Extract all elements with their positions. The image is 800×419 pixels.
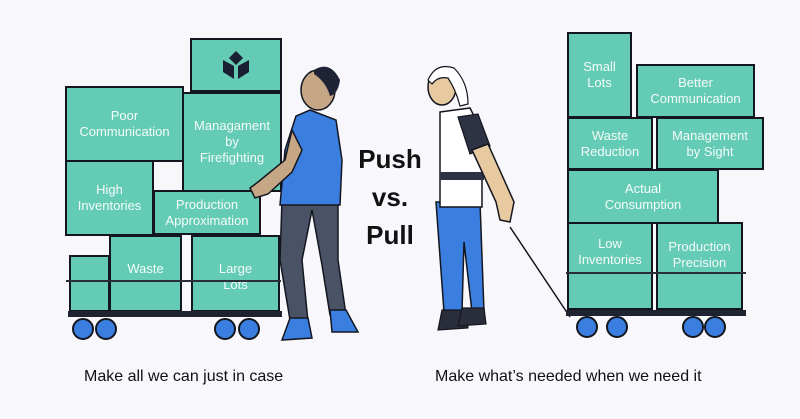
wheel <box>214 318 236 340</box>
cart-base <box>68 311 282 317</box>
box-waste-reduction: Waste Reduction <box>567 117 653 170</box>
box-production-approximation: Production Approximation <box>153 190 261 235</box>
cart-rail <box>66 280 281 282</box>
box-small <box>69 255 110 312</box>
box-small-lots: Small Lots <box>567 32 632 118</box>
title-vs: vs. <box>371 182 409 212</box>
pull-caption: Make what’s needed when we need it <box>435 368 702 385</box>
title-push: Push <box>358 144 422 174</box>
wheel <box>576 316 598 338</box>
logo-icon <box>223 51 249 79</box>
box-management-firefighting: Managament by Firefighting <box>182 92 282 192</box>
wheel <box>72 318 94 340</box>
push-caption: Make all we can just in case <box>84 368 284 385</box>
box-management-sight: Management by Sight <box>656 117 764 170</box>
box-low-inventories: Low Inventories <box>567 222 653 310</box>
push-person-illustration <box>249 66 360 341</box>
logo-box <box>190 38 282 92</box>
pull-person-illustration <box>427 65 571 331</box>
cart-rail <box>566 272 746 274</box>
title-pull: Pull <box>366 220 414 250</box>
wheel <box>606 316 628 338</box>
box-production-precision: Production Precision <box>656 222 743 310</box>
wheel <box>704 316 726 338</box>
box-waste: Waste <box>109 235 182 312</box>
wheel <box>238 318 260 340</box>
box-high-inventories: High Inventories <box>65 160 154 236</box>
title: Push vs. Pull <box>345 140 435 254</box>
cart-base <box>566 310 746 316</box>
box-large-lots: Large Lots <box>191 235 280 312</box>
box-better-communication: Better Communication <box>636 64 755 118</box>
wheel <box>682 316 704 338</box>
box-actual-consumption: Actual Consumption <box>567 169 719 224</box>
wheel <box>95 318 117 340</box>
box-poor-communication: Poor Communication <box>65 86 184 162</box>
